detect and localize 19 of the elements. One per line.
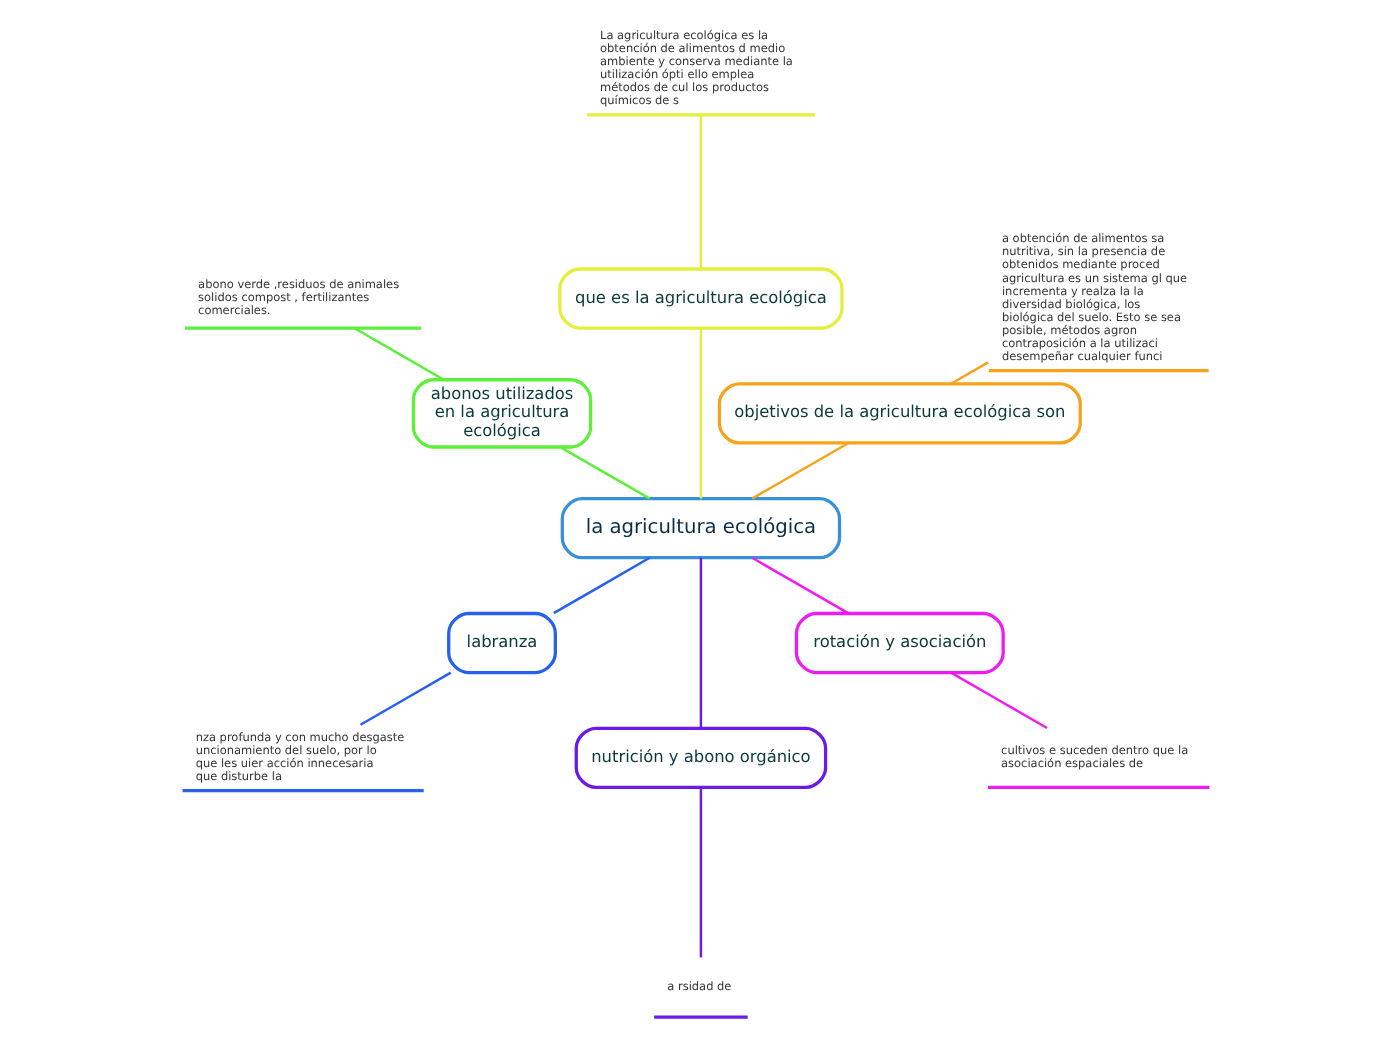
- connector: [950, 361, 989, 385]
- connector: [359, 671, 452, 726]
- connector: [353, 327, 445, 381]
- node-box: labranza: [447, 611, 557, 675]
- connector: [699, 328, 703, 499]
- node-box: nutrición y abono orgánico: [574, 726, 828, 790]
- connector: [560, 446, 651, 500]
- node-box: rotación y asociación: [794, 611, 1005, 675]
- connector: [699, 557, 703, 728]
- connector: [699, 787, 703, 958]
- connector: [950, 671, 1048, 730]
- node-box: que es la agricultura ecológica: [558, 267, 844, 330]
- node-box: objetivos de la agricultura ecológica son: [717, 382, 1082, 445]
- connector: [751, 442, 849, 500]
- connector: [553, 556, 651, 615]
- node-box: la agricultura ecológica: [560, 497, 842, 560]
- connector: [751, 556, 849, 615]
- connector: [699, 114, 703, 269]
- node-box: abonos utilizados en la agricultura ecológica: [411, 378, 593, 449]
